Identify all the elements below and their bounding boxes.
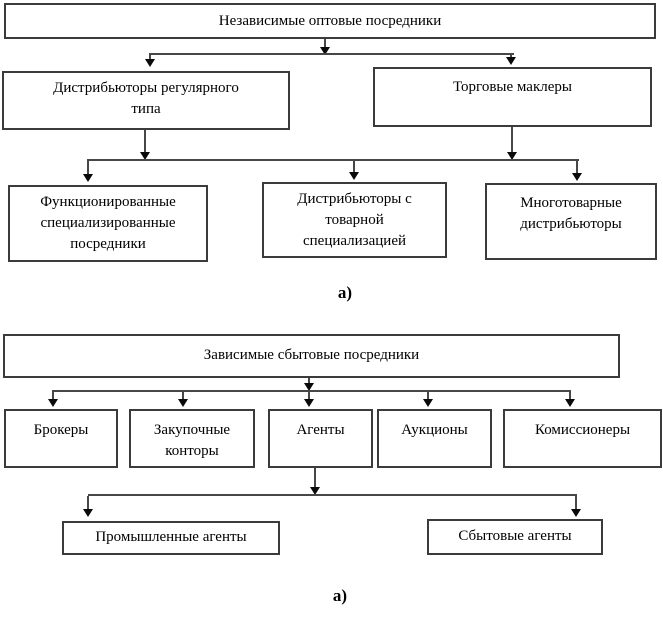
arrowhead-down-icon bbox=[83, 174, 93, 182]
connector-d1-drop-3 bbox=[576, 161, 578, 173]
arrowhead-down-icon bbox=[310, 487, 320, 495]
connector-d2-agents-stem bbox=[314, 468, 316, 487]
arrowhead-down-icon bbox=[83, 509, 93, 517]
connector-d2-drop-1 bbox=[52, 392, 54, 399]
connector-d1-branch-line-2 bbox=[87, 159, 579, 161]
arrowhead-down-icon bbox=[506, 57, 516, 65]
arrowhead-down-icon bbox=[320, 47, 330, 55]
node-brokers: Брокеры bbox=[4, 409, 118, 468]
connector-d1-drop-2 bbox=[353, 161, 355, 172]
node-auctions: Аукционы bbox=[377, 409, 492, 468]
arrowhead-down-icon bbox=[304, 383, 314, 391]
arrowhead-down-icon bbox=[140, 152, 150, 160]
connector-d1-drop-right bbox=[510, 55, 512, 58]
connector-d2-branch-line-1 bbox=[52, 390, 571, 392]
arrowhead-down-icon bbox=[48, 399, 58, 407]
node-industrial-agents: Промышленные агенты bbox=[62, 521, 280, 555]
connector-d1-branch-line-1 bbox=[149, 53, 514, 55]
connector-d2-drop-4 bbox=[427, 392, 429, 399]
caption-a-2: а) bbox=[332, 586, 348, 605]
connector-d1-drop-1 bbox=[87, 161, 89, 174]
connector-d2-drop-left bbox=[87, 496, 89, 509]
arrowhead-down-icon bbox=[572, 173, 582, 181]
connector-d1-drop-left bbox=[149, 55, 151, 60]
node-agents: Агенты bbox=[268, 409, 373, 468]
connector-d1-left-stem bbox=[144, 130, 146, 152]
connector-d2-drop-2 bbox=[182, 392, 184, 399]
connector-d1-right-stem bbox=[511, 127, 513, 152]
arrowhead-down-icon bbox=[565, 399, 575, 407]
node-trade-brokers: Торговые маклеры bbox=[373, 67, 652, 127]
connector-d2-branch-line-2 bbox=[88, 494, 577, 496]
connector-d2-drop-5 bbox=[569, 392, 571, 399]
connector-d1-root-stem bbox=[324, 39, 326, 48]
node-independent-wholesalers: Независимые оптовые посредники bbox=[4, 3, 656, 39]
arrowhead-down-icon bbox=[571, 509, 581, 517]
arrowhead-down-icon bbox=[178, 399, 188, 407]
connector-d2-drop-3 bbox=[308, 392, 310, 399]
arrowhead-down-icon bbox=[145, 59, 155, 67]
connector-d2-root-stem bbox=[308, 378, 310, 384]
arrowhead-down-icon bbox=[304, 399, 314, 407]
arrowhead-down-icon bbox=[423, 399, 433, 407]
node-commission-agents: Комиссионеры bbox=[503, 409, 662, 468]
node-dependent-sales-intermediaries: Зависимые сбытовые посредники bbox=[3, 334, 620, 378]
caption-a-1: а) bbox=[337, 283, 353, 302]
node-sales-agents: Сбытовые агенты bbox=[427, 519, 603, 555]
arrowhead-down-icon bbox=[507, 152, 517, 160]
connector-d2-drop-right bbox=[575, 496, 577, 509]
arrowhead-down-icon bbox=[349, 172, 359, 180]
